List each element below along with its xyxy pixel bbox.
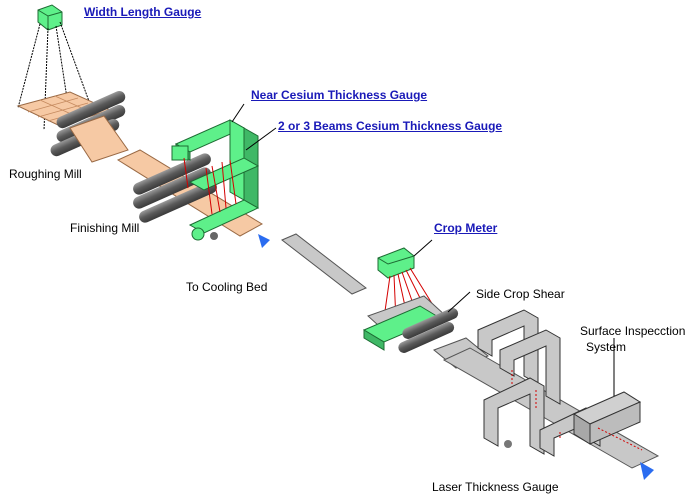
surface-inspection-label-line2: System — [586, 340, 627, 354]
roughing-mill — [16, 90, 129, 163]
to-cooling-bed-label: To Cooling Bed — [186, 280, 268, 294]
width-length-gauge-link[interactable]: Width Length Gauge — [84, 5, 202, 19]
surface-inspection-unit — [572, 391, 643, 451]
roughing-mill-label: Roughing Mill — [9, 167, 82, 181]
laser-thickness-gauge-label: Laser Thickness Gauge — [432, 480, 559, 494]
side-crop-shear-label: Side Crop Shear — [476, 287, 565, 301]
exit-arrow-icon — [640, 462, 654, 480]
surface-inspection-label: Surface Inspecction — [580, 324, 686, 338]
flow-arrow-icon — [258, 234, 270, 248]
cesium-gauge-frame — [171, 119, 260, 241]
near-cesium-gauge-link[interactable]: Near Cesium Thickness Gauge — [251, 88, 428, 102]
beams-cesium-gauge-link[interactable]: 2 or 3 Beams Cesium Thickness Gauge — [278, 119, 503, 133]
width-length-gauge-unit — [17, 4, 91, 131]
crop-meter-link[interactable]: Crop Meter — [434, 221, 498, 235]
cooling-strip — [281, 233, 367, 295]
finishing-mill-label: Finishing Mill — [70, 221, 140, 235]
